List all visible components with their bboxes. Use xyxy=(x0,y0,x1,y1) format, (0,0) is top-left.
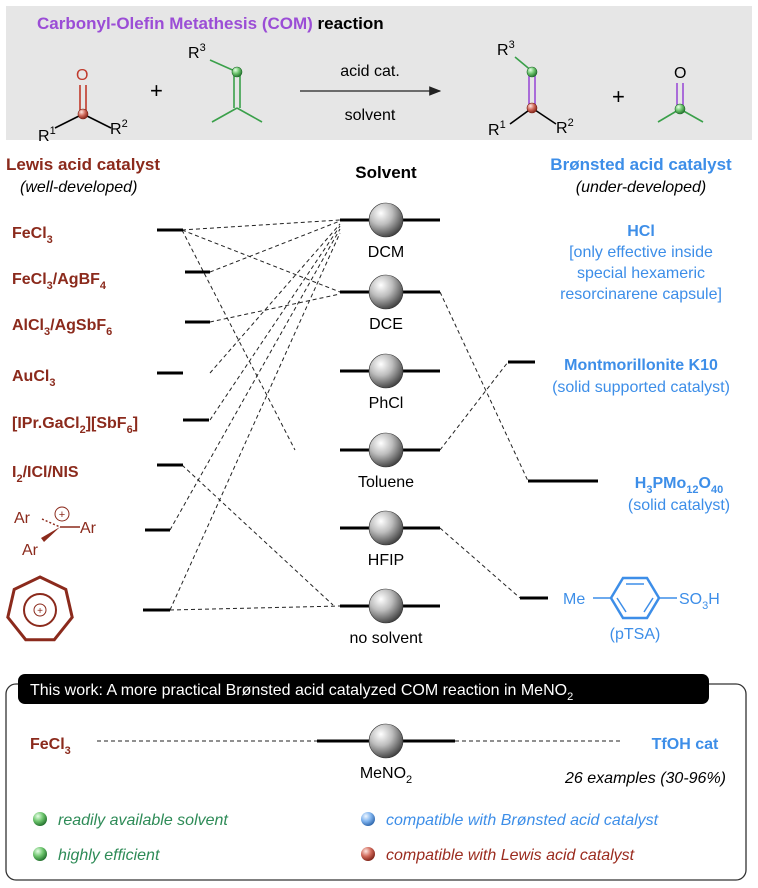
product-red-carbon-icon xyxy=(526,102,538,114)
ptsa-structure: Me SO3H (pTSA) xyxy=(563,576,720,643)
product-r2-label: R2 xyxy=(556,117,574,137)
trityl-ar3: Ar xyxy=(22,542,39,559)
feature-efficient: highly efficient xyxy=(58,847,160,864)
bronsted-hcl-name: HCl xyxy=(627,223,655,240)
heptagon-ring-icon xyxy=(6,575,74,642)
this-work-banner xyxy=(18,674,709,704)
solvent-label: PhCl xyxy=(369,395,404,412)
tropylium-structure: + xyxy=(6,575,74,642)
header-background xyxy=(6,6,752,140)
tropylium-charge: + xyxy=(37,606,43,617)
solvent-sphere-icon xyxy=(368,274,404,310)
ptsa-note: (pTSA) xyxy=(610,626,661,643)
this-work-panel: This work: A more practical Brønsted aci… xyxy=(5,674,747,881)
solvent-sphere-icon xyxy=(368,588,404,624)
solvent-label: DCM xyxy=(368,244,404,261)
feature-bronsted: compatible with Brønsted acid catalyst xyxy=(386,812,659,829)
solvent-sphere-icon xyxy=(368,432,404,468)
arrow-bottom-label: solvent xyxy=(345,107,396,124)
plus-sign-2: + xyxy=(612,84,625,109)
product-r3-label: R3 xyxy=(497,39,515,59)
trityl-cation-structure: Ar + Ar Ar xyxy=(14,506,97,559)
connector-lines xyxy=(169,219,529,611)
aromatic-circle-icon xyxy=(23,593,57,627)
lewis-item-alcl3-agsbf6: AlCl3/AgSbF6 xyxy=(12,317,112,338)
this-work-examples: 26 examples (30-96%) xyxy=(564,770,726,787)
oxygen-label: O xyxy=(76,67,88,84)
solvent-sphere-icon xyxy=(368,202,404,238)
trityl-ar1: Ar xyxy=(14,510,31,527)
solvent-label: HFIP xyxy=(368,552,404,569)
feature-solvent: readily available solvent xyxy=(58,812,228,829)
this-work-solvent-label: MeNO2 xyxy=(360,765,412,786)
green-bullet-icon xyxy=(33,812,47,826)
header-panel: Carbonyl-Olefin Metathesis (COM) reactio… xyxy=(6,6,752,145)
lewis-acid-list: FeCl3 FeCl3/AgBF4 AlCl3/AgSbF6 AuCl3 [IP… xyxy=(6,225,210,642)
this-work-lewis-label: FeCl3 xyxy=(30,736,71,757)
bronsted-k10-note: (solid supported catalyst) xyxy=(552,379,730,396)
plus-sign: + xyxy=(150,78,163,103)
arrow-top-label: acid cat. xyxy=(340,63,400,80)
r2-label: R2 xyxy=(110,118,128,138)
lewis-item-aucl3: AuCl3 xyxy=(12,368,55,389)
product-carbonyl-carbon-icon xyxy=(674,103,686,115)
green-bullet-icon xyxy=(33,847,47,861)
carbon-atom-icon xyxy=(77,108,89,120)
bronsted-hpmo-note: (solid catalyst) xyxy=(628,497,730,514)
bronsted-subtitle: (under-developed) xyxy=(576,179,706,196)
solvent-sphere-icon xyxy=(368,510,404,546)
lewis-title: Lewis acid catalyst xyxy=(6,155,160,174)
bronsted-hpmo-name: H3PMo12O40 xyxy=(635,475,723,496)
lewis-item-i2-icl-nis: I2/ICl/NIS xyxy=(12,464,79,485)
feature-lewis: compatible with Lewis acid catalyst xyxy=(386,847,635,864)
lewis-item-fecl3-agbf4: FeCl3/AgBF4 xyxy=(12,271,107,292)
ptsa-methyl-label: Me xyxy=(563,591,585,608)
solvent-label: Toluene xyxy=(358,474,414,491)
solvent-label: no solvent xyxy=(350,630,423,647)
solvent-title: Solvent xyxy=(355,163,417,182)
solvent-label: DCE xyxy=(369,316,403,333)
solvent-sphere-icon xyxy=(368,353,404,389)
bronsted-hcl-note-2: special hexameric xyxy=(577,265,705,282)
product-r1-label: R1 xyxy=(488,119,506,139)
bronsted-list: HCl [only effective inside special hexam… xyxy=(508,223,730,643)
bronsted-title: Brønsted acid catalyst xyxy=(550,155,732,174)
plus-charge-icon xyxy=(33,603,47,617)
solvent-sphere-icon xyxy=(368,723,404,759)
plus-charge-icon xyxy=(54,506,70,522)
lewis-item-ipr-gacl2: [IPr.GaCl2][SbF6] xyxy=(12,415,138,436)
red-bullet-icon xyxy=(361,847,375,861)
r1-label: R1 xyxy=(38,125,56,145)
product-oxygen-label: O xyxy=(674,65,686,82)
blue-bullet-icon xyxy=(361,812,375,826)
ptsa-sulfonic-label: SO3H xyxy=(679,591,720,612)
lewis-subtitle: (well-developed) xyxy=(20,179,137,196)
lewis-item-fecl3: FeCl3 xyxy=(12,225,53,246)
bronsted-hcl-note-3: resorcinarene capsule] xyxy=(560,286,722,303)
product-green-carbon-icon xyxy=(526,66,538,78)
this-work-bronsted-label: TfOH cat xyxy=(652,736,719,753)
trityl-charge: + xyxy=(59,509,65,521)
bronsted-k10-name: Montmorillonite K10 xyxy=(564,357,718,374)
bronsted-hcl-note-1: [only effective inside xyxy=(569,244,713,261)
olefin-carbon-icon xyxy=(231,66,243,78)
trityl-ar2: Ar xyxy=(80,520,97,537)
r3-label: R3 xyxy=(188,42,206,62)
this-work-banner-text: This work: A more practical Brønsted aci… xyxy=(30,682,573,703)
header-title: Carbonyl-Olefin Metathesis (COM) reactio… xyxy=(37,14,384,33)
